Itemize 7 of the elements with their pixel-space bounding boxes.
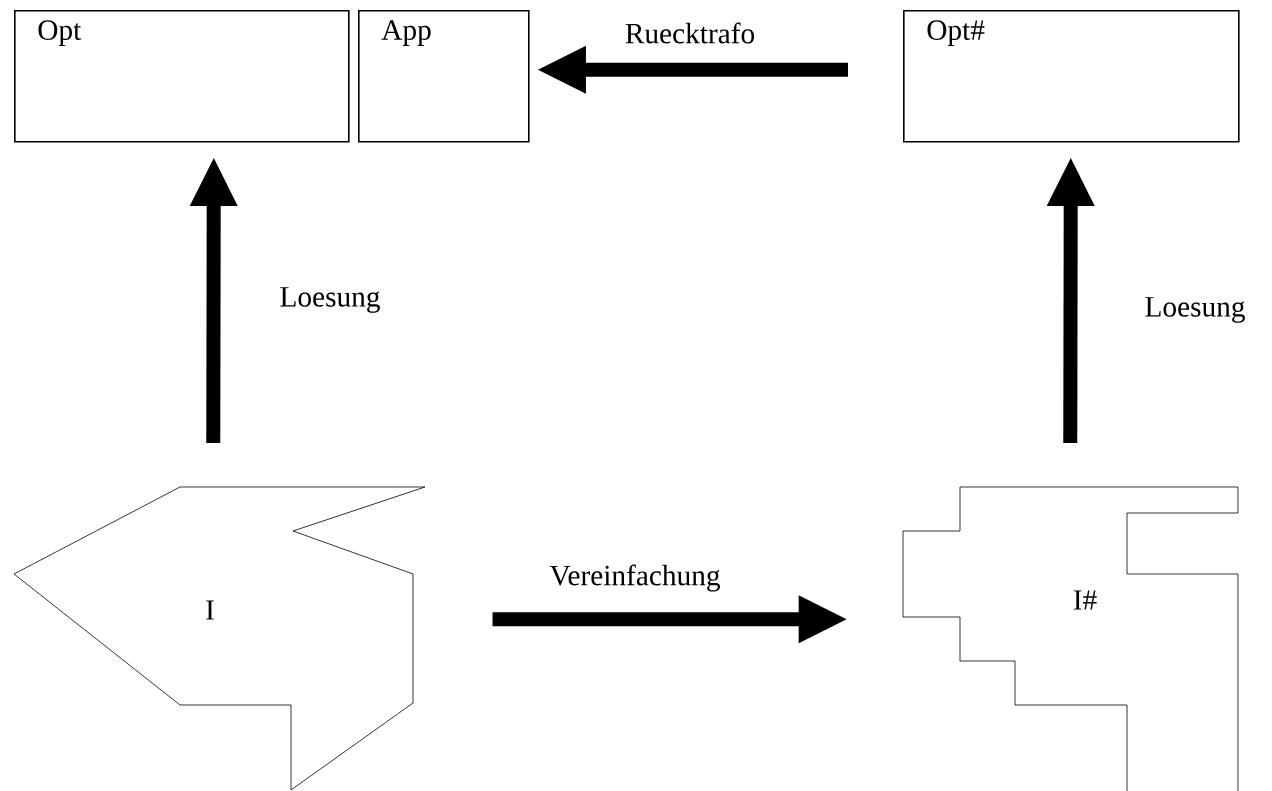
labeled-box: Opt# [903, 10, 1240, 143]
edge-label: Ruecktrafo [623, 21, 757, 45]
edge-label: Loesung [1143, 295, 1247, 325]
edge-label: Loesung [278, 285, 382, 315]
labeled-box: Opt [14, 10, 350, 143]
labeled-box: App [358, 10, 530, 143]
edge-label: Vereinfachung [548, 563, 722, 593]
